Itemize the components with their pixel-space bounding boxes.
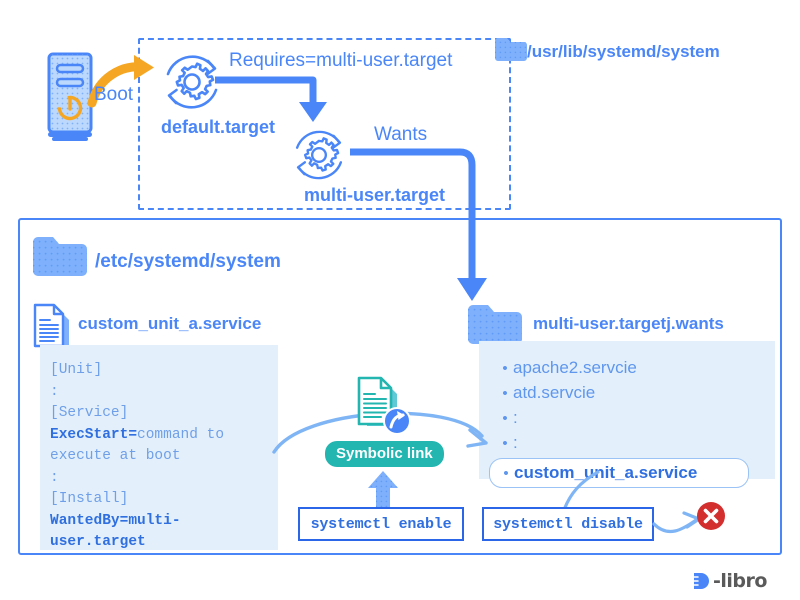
code-line-colon-1: : (50, 383, 59, 400)
wants-arrow (348, 146, 508, 311)
code-line-unit: [Unit] (50, 362, 103, 378)
brand-logo-text: -libro (713, 570, 767, 592)
list-item[interactable]: • : (497, 430, 777, 455)
list-item[interactable]: • apache2.servcie (497, 355, 777, 380)
disable-curve-arrow (558, 470, 606, 512)
document-icon-unit-file (32, 303, 74, 355)
symbolic-link-badge: Symbolic link (325, 441, 444, 467)
wants-dir-entry-list: • apache2.servcie • atd.servcie • : • : … (489, 355, 777, 488)
default-target-label: default.target (161, 117, 276, 137)
folder-icon-wants-dir (467, 302, 523, 347)
wants-edge-label: Wants (374, 124, 428, 145)
code-line-install: [Install] (50, 491, 129, 507)
requires-arrow (213, 72, 343, 132)
boot-label: Boot (94, 84, 134, 105)
code-line-execstart-key: ExecStart= (50, 426, 138, 443)
code-line-execstart-val: command to execute at boot (50, 426, 233, 465)
red-x-circle-icon (696, 501, 726, 531)
bullet-icon: • (502, 385, 508, 402)
code-line-wantedby: WantedBy=multi-user.target (50, 512, 181, 551)
list-item[interactable]: • atd.servcie (497, 380, 777, 405)
gear-refresh-icon-default (158, 48, 226, 116)
document-shortcut-icon (353, 375, 415, 441)
etc-path-label: /etc/systemd/system (95, 251, 281, 272)
gear-refresh-icon-multiuser (288, 124, 350, 186)
list-item-label: atd.servcie (513, 383, 596, 402)
requires-edge-label: Requires=multi-user.target (229, 50, 453, 71)
list-item[interactable]: • : (497, 405, 777, 430)
unit-file-title: custom_unit_a.service (78, 314, 262, 333)
wants-dir-panel (479, 341, 775, 479)
list-item-label: : (513, 408, 518, 427)
usr-lib-path-label: /usr/lib/systemd/system (527, 42, 720, 61)
bullet-icon: • (502, 360, 508, 377)
bullet-icon: • (503, 465, 509, 482)
systemctl-disable-button[interactable]: systemctl disable (482, 507, 654, 541)
multi-user-target-label: multi-user.target (304, 185, 446, 205)
unit-file-content-text: [Unit] : [Service] ExecStart=command to … (50, 360, 275, 554)
server-tower-icon (46, 52, 98, 144)
folder-icon-etc (32, 234, 88, 279)
brand-logo: -libro (690, 570, 767, 592)
unit-file-content-panel (40, 345, 278, 550)
systemctl-enable-button[interactable]: systemctl enable (298, 507, 464, 541)
bullet-icon: • (502, 435, 508, 452)
list-item-label: apache2.servcie (513, 358, 637, 377)
folder-icon-usr-lib (494, 36, 528, 63)
list-item-label: : (513, 433, 518, 452)
orange-curved-arrow-icon (87, 55, 156, 111)
code-line-colon-2: : (50, 469, 59, 486)
list-item-label: custom_unit_a.service (514, 463, 698, 482)
code-line-service: [Service] (50, 405, 129, 421)
d-libro-mark-icon (690, 570, 712, 592)
list-item-highlighted[interactable]: • custom_unit_a.service (489, 458, 749, 488)
usr-lib-region (138, 38, 511, 210)
enable-up-arrow (365, 470, 401, 510)
bullet-icon: • (502, 410, 508, 427)
wants-dir-title: multi-user.targetj.wants (533, 314, 724, 333)
